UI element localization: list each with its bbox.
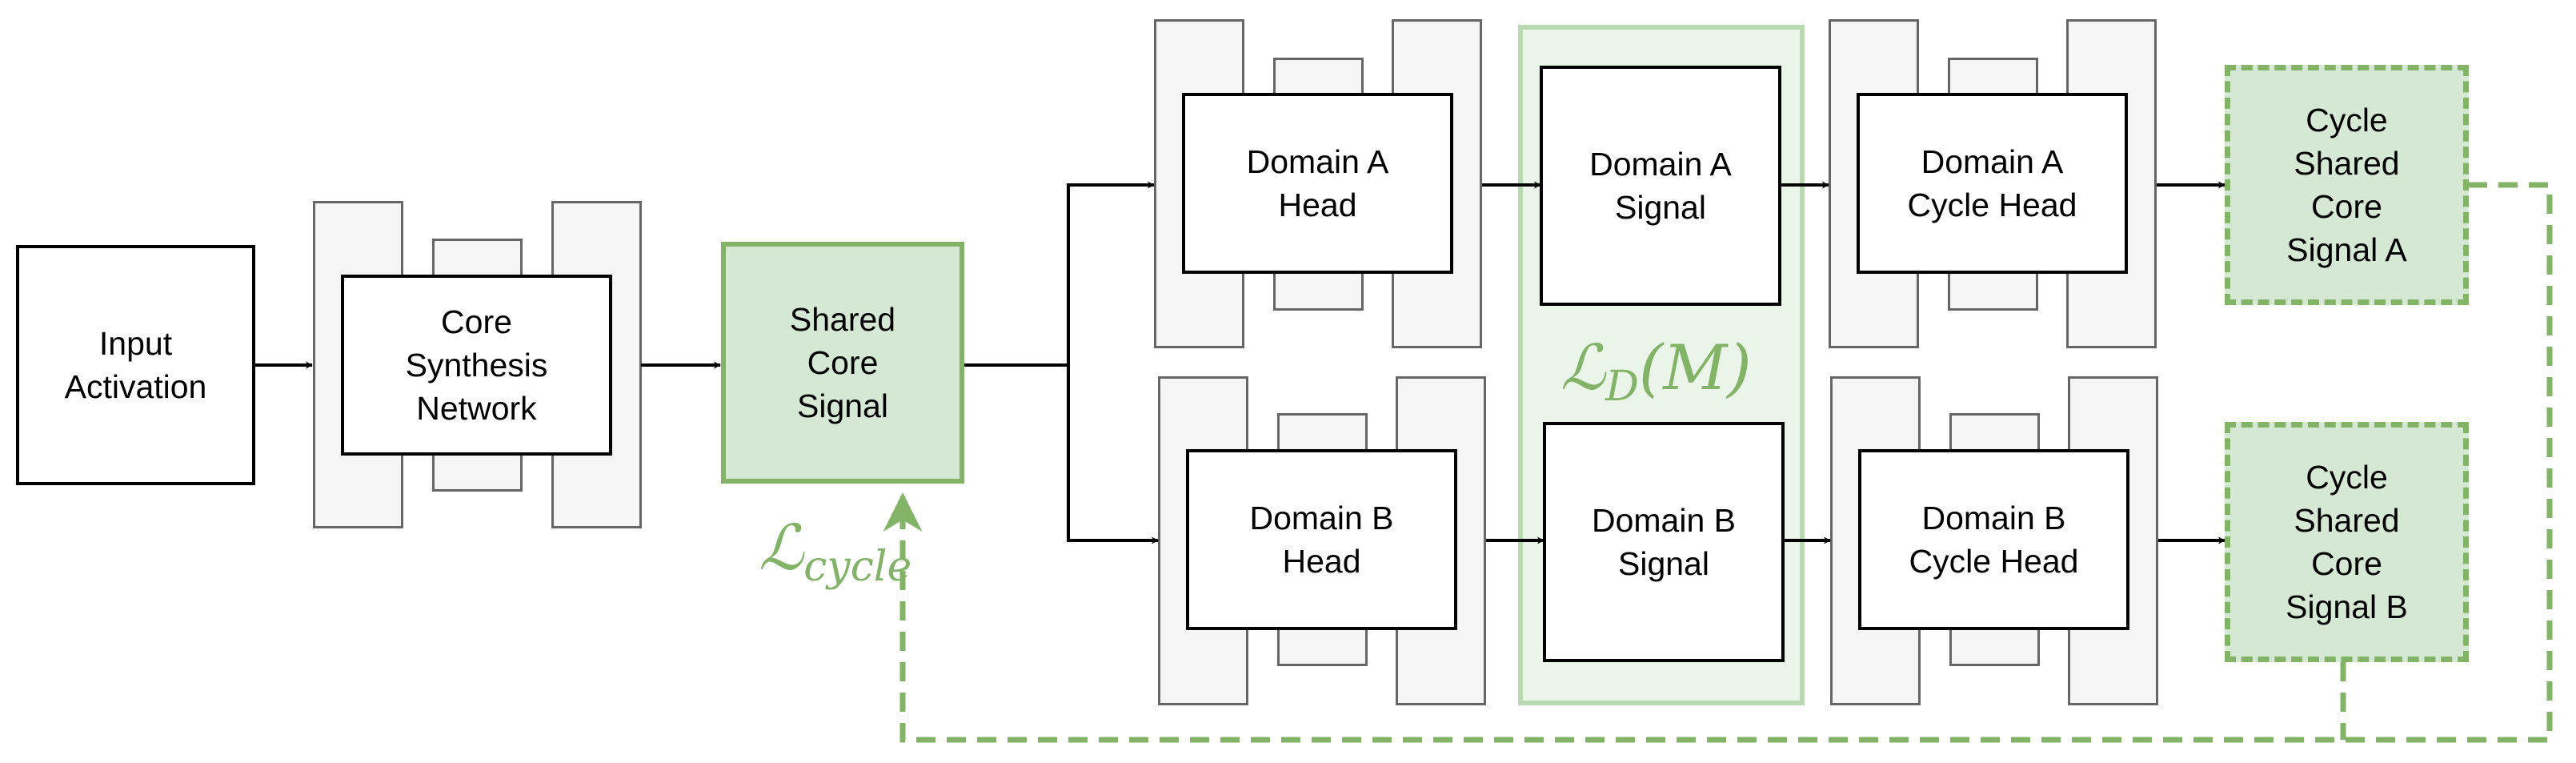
domain-b-cycle-head-node: Domain B Cycle Head [1858, 449, 2129, 630]
core-synthesis-node: Core Synthesis Network [341, 275, 612, 456]
domain-loss-argument: (M) [1638, 332, 1752, 404]
arrow-branch-to-domain-a-head [1067, 181, 1155, 365]
domain-a-signal-node: Domain A Signal [1540, 66, 1781, 306]
input-activation-node: Input Activation [16, 245, 255, 485]
cycle-shared-b-label: Cycle Shared Core Signal B [2286, 459, 2408, 625]
domain-loss-subscript: D [1605, 363, 1639, 411]
shared-core-signal-node: Shared Core Signal [721, 242, 964, 484]
domain-b-cycle-head-label: Domain B Cycle Head [1909, 500, 2079, 580]
domain-loss-symbol: ℒ [1560, 332, 1606, 404]
cycle-shared-a-label: Cycle Shared Core Signal A [2286, 102, 2407, 268]
input-activation-label: Input Activation [64, 325, 207, 405]
cycle-loss-subscript: cycle [803, 543, 912, 591]
cycle-shared-core-signal-a-node: Cycle Shared Core Signal A [2225, 65, 2469, 305]
domain-a-cycle-head-node: Domain A Cycle Head [1857, 93, 2128, 274]
domain-b-head-node: Domain B Head [1186, 449, 1457, 630]
arrow-branch-to-domain-b-head [1067, 365, 1159, 544]
domain-loss-label: ℒD(M) [1560, 332, 1752, 412]
domain-a-cycle-head-label: Domain A Cycle Head [1907, 143, 2077, 223]
shared-core-signal-label: Shared Core Signal [789, 301, 896, 424]
cycle-loss-label: ℒcycle [759, 512, 911, 592]
cycle-loss-symbol: ℒ [759, 512, 804, 584]
domain-b-signal-node: Domain B Signal [1543, 422, 1785, 662]
domain-a-head-node: Domain A Head [1182, 93, 1453, 274]
domain-a-head-label: Domain A Head [1246, 143, 1389, 223]
domain-b-head-label: Domain B Head [1249, 500, 1394, 580]
domain-a-signal-label: Domain A Signal [1589, 146, 1732, 226]
cycle-shared-core-signal-b-node: Cycle Shared Core Signal B [2225, 422, 2469, 662]
domain-b-signal-label: Domain B Signal [1591, 502, 1736, 582]
core-synthesis-label: Core Synthesis Network [405, 303, 548, 427]
